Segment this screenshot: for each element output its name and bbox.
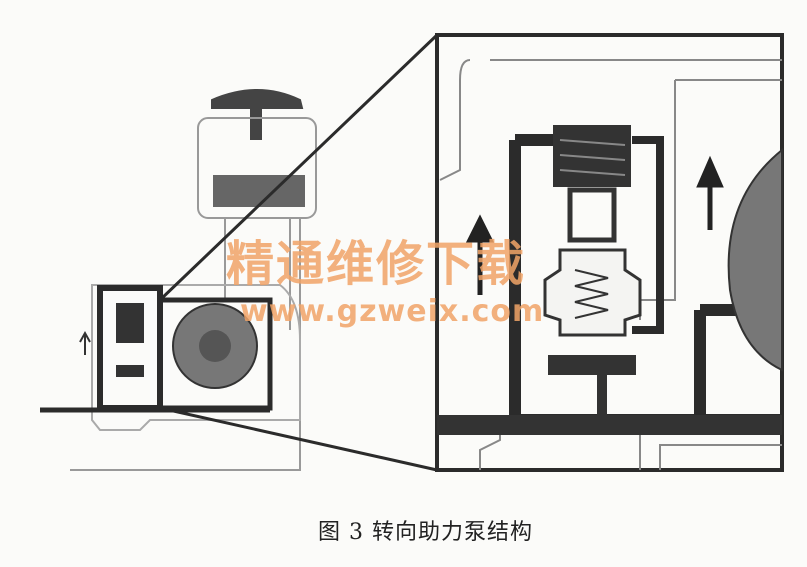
- zoom-lines: [158, 33, 439, 472]
- magnified-view: [435, 33, 784, 472]
- arrow-up-icon: [79, 330, 91, 355]
- watermark-cn: 精通维修下载: [226, 236, 527, 292]
- rotor: [727, 147, 783, 372]
- pump-small: [40, 284, 301, 431]
- watermark-url: www.gzweix.com: [240, 294, 545, 329]
- arrow-up-icon: [465, 155, 724, 295]
- figure-caption: 图 3 转向助力泵结构: [318, 520, 533, 545]
- reservoir: [70, 89, 317, 471]
- spring: [574, 269, 609, 319]
